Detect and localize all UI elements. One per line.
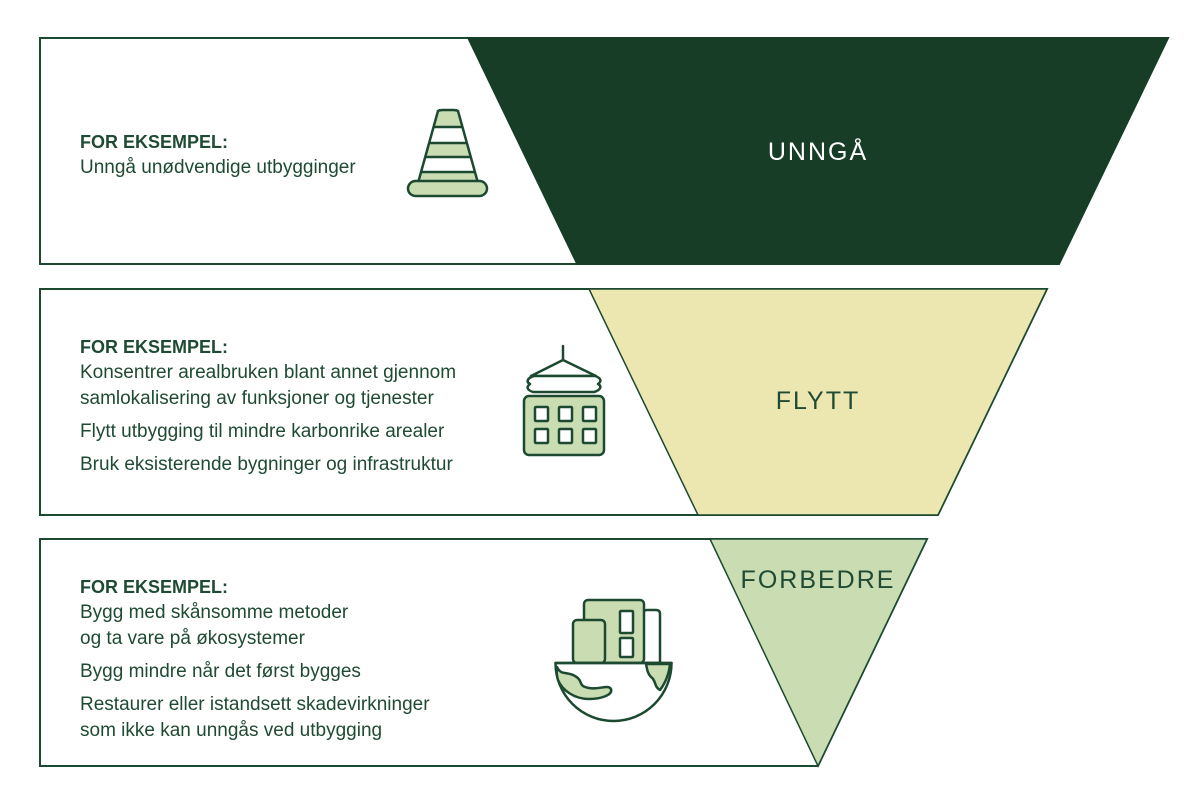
example-block-level-1: FOR EKSEMPEL: Unngå unødvendige utbyggin… — [80, 129, 550, 181]
example-heading: FOR EKSEMPEL: — [80, 577, 229, 597]
example-heading: FOR EKSEMPEL: — [80, 132, 229, 152]
funnel-level-2-shape — [587, 288, 1049, 516]
example-paragraph: Bruk eksisterende bygninger og infrastru… — [80, 454, 453, 475]
traffic-cone-icon — [406, 108, 489, 198]
example-paragraph: Bygg mindre når det først bygges — [80, 661, 361, 682]
funnel-level-1-shape — [466, 37, 1170, 265]
funnel-level-3-shape — [708, 538, 929, 768]
example-paragraph: Unngå unødvendige utbygginger — [80, 157, 356, 178]
buildings-on-globe-icon — [554, 598, 673, 723]
example-paragraph: Konsentrer arealbruken blant annet gjenn… — [80, 362, 457, 409]
example-paragraph: Flytt utbygging til mindre karbonrike ar… — [80, 421, 445, 442]
level-label-forbedre: FORBEDRE — [740, 566, 896, 594]
example-paragraph: Restaurer eller istandsett skadevirkning… — [80, 694, 430, 741]
example-block-level-3: FOR EKSEMPEL: Bygg med skånsomme metoder… — [80, 574, 550, 744]
level-label-flytt: FLYTT — [775, 387, 861, 415]
level-label-unnga: UNNGÅ — [767, 138, 869, 166]
example-block-level-2: FOR EKSEMPEL: Konsentrer arealbruken bla… — [80, 334, 550, 478]
example-paragraph: Bygg med skånsomme metoder og ta vare på… — [80, 602, 349, 649]
example-heading: FOR EKSEMPEL: — [80, 337, 229, 357]
crane-lifted-building-icon — [522, 344, 606, 457]
